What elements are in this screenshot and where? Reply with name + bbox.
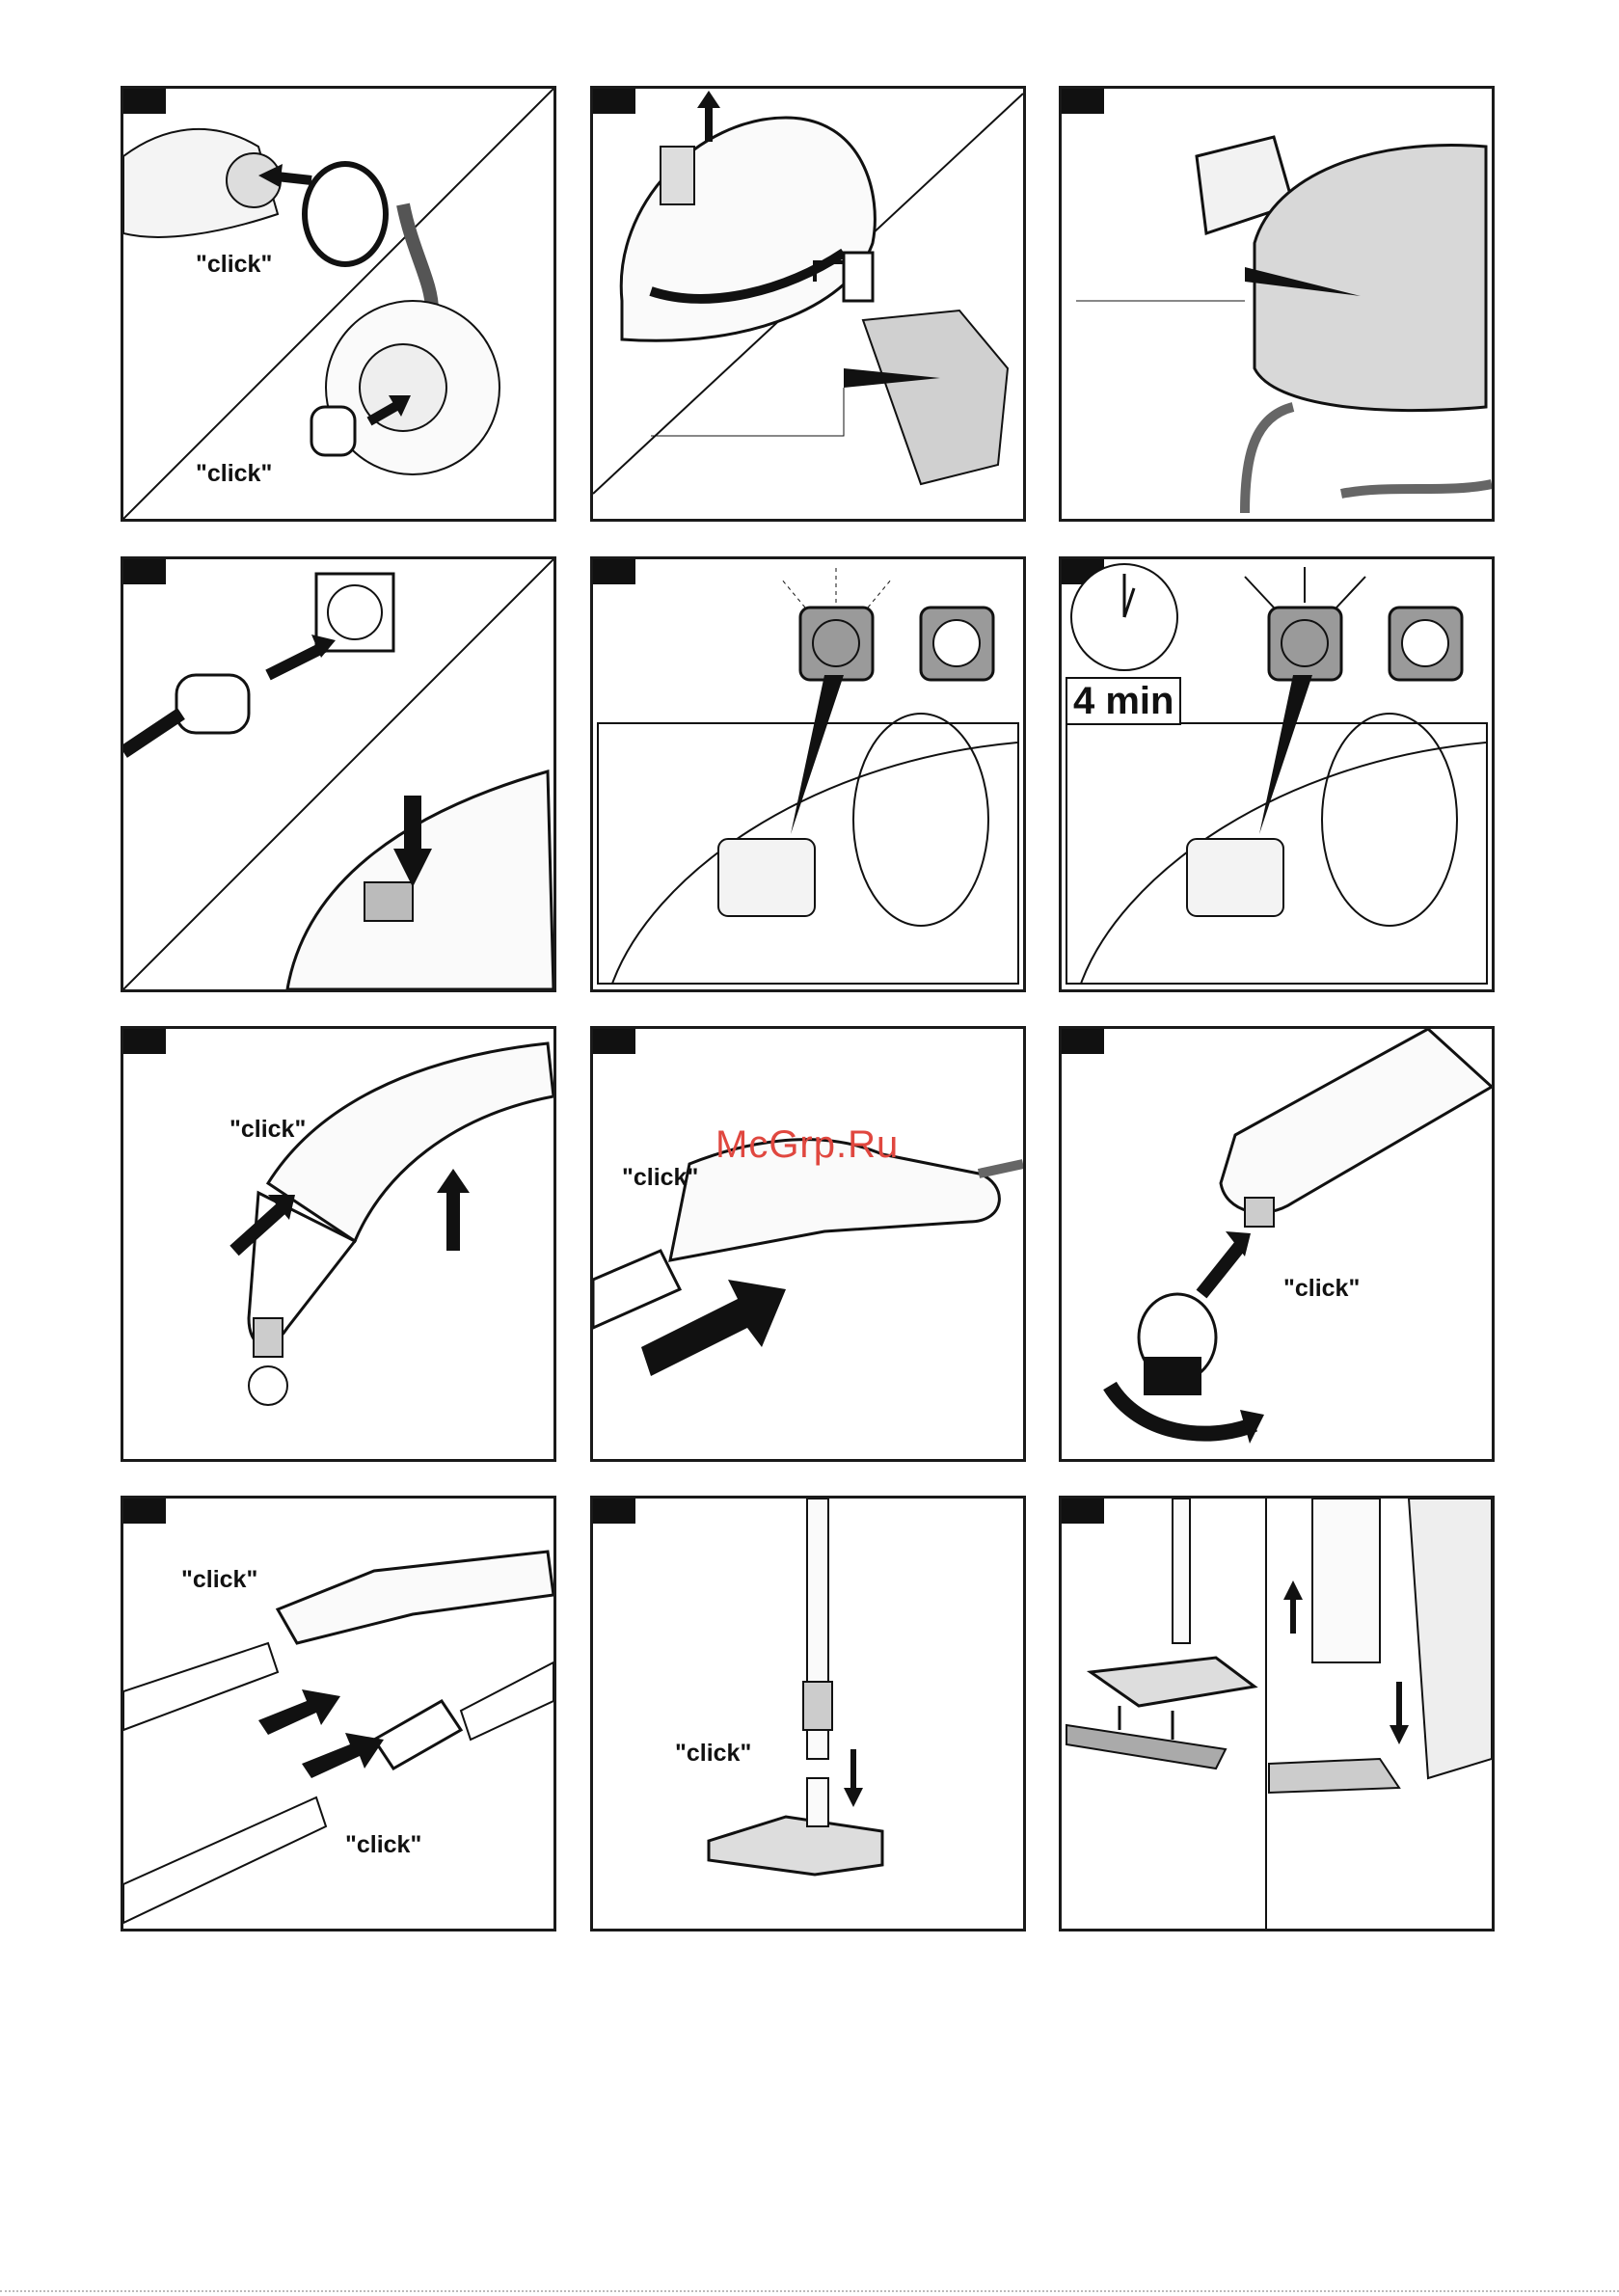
panel-9: "click" [1059,1026,1495,1462]
panel-1-illustration [123,89,553,519]
panel-7-illustration [123,1029,553,1459]
panel-12-illustration [1062,1499,1492,1929]
filter-cap-icon [305,164,386,264]
click-callout: "click" [675,1740,751,1768]
panel-3-illustration [1062,89,1492,519]
extension-tube-icon [803,1499,832,1759]
panel-12 [1059,1496,1495,1931]
click-callout: "click" [622,1164,698,1192]
heating-indicator-icon [1245,567,1365,680]
clock-icon [1071,564,1177,670]
steam-ready-icon [921,608,993,680]
heating-indicator-icon [781,567,892,680]
duration-label: 4 min [1066,677,1181,725]
click-callout: "click" [196,251,272,279]
extension-tube-icon [123,1643,553,1923]
panel-9-illustration [1062,1029,1492,1459]
extension-tube-icon [593,1251,680,1328]
nozzle-icon [1221,1029,1492,1227]
click-callout: "click" [229,1116,306,1144]
steam-handle-icon [278,1552,553,1643]
panel-5-illustration [593,559,1023,989]
water-tank-icon [661,147,694,204]
steam-handle-icon [249,1043,553,1345]
click-callout: "click" [181,1566,257,1594]
panel-2-illustration [593,89,1023,519]
panel-8: "click" [590,1026,1026,1462]
click-callout: "click" [345,1831,421,1859]
round-brush-icon [1139,1294,1216,1395]
panel-11: "click" [590,1496,1026,1931]
floor-nozzle-icon [1091,1658,1255,1706]
panel-2 [590,86,1026,522]
power-button-icon [364,882,413,921]
panel-10: "click" "click" [121,1496,556,1931]
hose-connector-icon [311,407,355,455]
panel-7: "click" [121,1026,556,1462]
panel-8-illustration [593,1029,1023,1459]
floor-cloth-icon [1066,1725,1226,1769]
panel-1: "click" "click" [121,86,556,522]
panel-6: 4 min [1059,556,1495,992]
steam-cleaner-body [621,118,875,340]
plug-icon [123,675,249,752]
steam-ready-icon [1390,608,1462,680]
footer-dotted-rule [0,2288,1619,2292]
watermark: McGrp.Ru [715,1123,899,1167]
panel-11-illustration [593,1499,1023,1929]
steam-cleaner-icon [1255,145,1486,410]
panel-10-illustration [123,1499,553,1929]
click-callout: "click" [1283,1275,1360,1303]
panel-3 [1059,86,1495,522]
nozzle-icon [249,1318,287,1405]
panel-4-illustration [123,559,553,989]
panel-6-illustration [1062,559,1492,989]
panel-5 [590,556,1026,992]
click-callout: "click" [196,460,272,488]
panel-4 [121,556,556,992]
